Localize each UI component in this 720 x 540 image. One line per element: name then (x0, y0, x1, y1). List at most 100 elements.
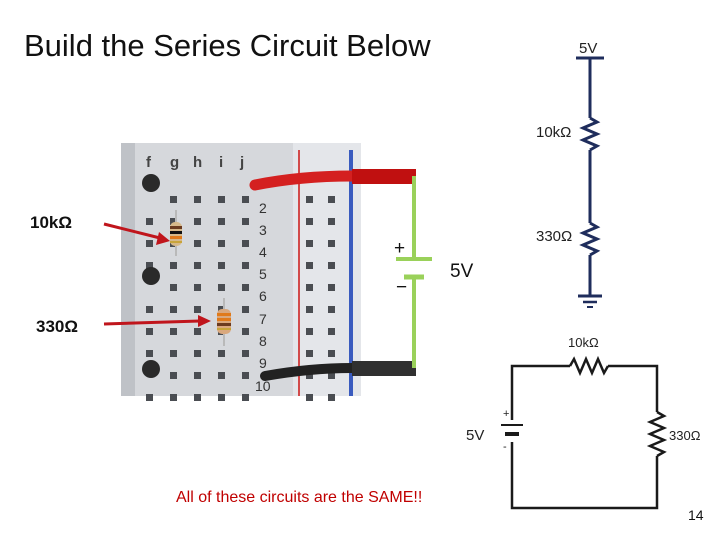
resistor-330-loop-symbol (646, 410, 668, 458)
loop-r2-label: 330Ω (669, 428, 701, 443)
breadboard-hole (146, 218, 153, 225)
breadboard-hole (242, 306, 249, 313)
row-number-2: 2 (259, 200, 267, 216)
column-letter-g: g (170, 154, 179, 171)
breadboard-hole (328, 394, 335, 401)
resistor-10k-component (170, 210, 182, 256)
black-rail-clip (352, 361, 416, 376)
vertical-r2-label: 330Ω (536, 228, 573, 245)
row-number-3: 3 (259, 222, 267, 238)
breadboard-hole (242, 394, 249, 401)
breadboard-hole (170, 262, 177, 269)
photo-battery-plus: + (394, 238, 406, 259)
breadboard-hole (194, 196, 201, 203)
breadboard-hole (218, 218, 225, 225)
breadboard-hole (170, 196, 177, 203)
breadboard-hole (194, 306, 201, 313)
breadboard-hole (242, 196, 249, 203)
callout-10k-label: 10kΩ (30, 213, 72, 232)
breadboard-hole (218, 284, 225, 291)
breadboard-hole (170, 284, 177, 291)
arrow-330 (103, 319, 201, 326)
breadboard-hole (328, 262, 335, 269)
breadboard-hole (146, 328, 153, 335)
breadboard-hole (306, 196, 313, 203)
loop-battery-label: 5V (466, 427, 485, 444)
breadboard-hole (146, 306, 153, 313)
breadboard-hole (306, 372, 313, 379)
breadboard-hole (242, 350, 249, 357)
column-letter-j: j (239, 154, 244, 171)
resistor-10k-loop-symbol (568, 355, 610, 377)
black-ground-wire (260, 363, 357, 381)
red-power-wire (249, 170, 358, 191)
breadboard-hole (218, 262, 225, 269)
loop-schematic (501, 355, 668, 510)
row-number-8: 8 (259, 333, 267, 349)
breadboard-hole (218, 394, 225, 401)
row-number-4: 4 (259, 244, 267, 260)
breadboard-hole (170, 394, 177, 401)
loop-r1-label: 10kΩ (568, 335, 599, 350)
breadboard-hole (306, 328, 313, 335)
column-letter-f: f (146, 154, 152, 171)
row-number-7: 7 (259, 311, 267, 327)
vertical-supply-label: 5V (579, 40, 598, 57)
page-number: 14 (688, 507, 704, 523)
row-number-6: 6 (259, 288, 267, 304)
breadboard-hole (218, 240, 225, 247)
loop-wire-top-right (608, 364, 659, 412)
arrow-10k (103, 222, 161, 240)
red-rail-clip (352, 169, 416, 184)
resistor-10k-symbol (579, 116, 601, 152)
breadboard-hole (242, 218, 249, 225)
row-number-9: 9 (259, 355, 267, 371)
breadboard-hole (146, 262, 153, 269)
loop-wire-bottom (510, 442, 659, 510)
photo-battery-circuit (352, 169, 432, 376)
breadboard-hole (242, 262, 249, 269)
footer-note: All of these circuits are the SAME!! (176, 489, 423, 506)
slide-title: Build the Series Circuit Below (24, 28, 431, 63)
breadboard-hole (306, 240, 313, 247)
breadboard-hole (146, 240, 153, 247)
breadboard-hole (194, 262, 201, 269)
breadboard-hole (306, 306, 313, 313)
loop-battery-minus: - (503, 441, 507, 453)
breadboard-hole (146, 394, 153, 401)
breadboard-hole (194, 284, 201, 291)
breadboard-hole (194, 372, 201, 379)
breadboard-hole (194, 240, 201, 247)
breadboard-photo: f g h i j 2 3 4 5 6 7 8 9 10 (121, 143, 361, 401)
breadboard-hole (328, 350, 335, 357)
breadboard-hole (328, 372, 335, 379)
breadboard-hole (194, 394, 201, 401)
breadboard-hole (170, 306, 177, 313)
breadboard-hole (328, 284, 335, 291)
breadboard-hole (170, 372, 177, 379)
breadboard-hole (218, 372, 225, 379)
breadboard-hole (194, 328, 201, 335)
mounting-screws (142, 174, 160, 378)
breadboard-hole (170, 350, 177, 357)
loop-wire-top-left (510, 364, 570, 420)
resistor-330-symbol (579, 221, 601, 257)
photo-battery-minus: − (396, 277, 408, 298)
breadboard-hole (328, 306, 335, 313)
vertical-schematic (576, 56, 604, 308)
row-numbers: 2 3 4 5 6 7 8 9 10 (255, 200, 271, 394)
breadboard-hole (146, 350, 153, 357)
breadboard-hole (242, 284, 249, 291)
breadboard-hole (328, 196, 335, 203)
column-letter-i: i (219, 154, 223, 171)
breadboard-hole (194, 218, 201, 225)
breadboard-hole (306, 350, 313, 357)
breadboard-hole (306, 218, 313, 225)
breadboard-hole (194, 350, 201, 357)
row-number-10: 10 (255, 378, 271, 394)
callout-arrows (103, 222, 211, 327)
breadboard-hole (242, 372, 249, 379)
breadboard-hole (242, 328, 249, 335)
vertical-r1-label: 10kΩ (536, 124, 572, 141)
